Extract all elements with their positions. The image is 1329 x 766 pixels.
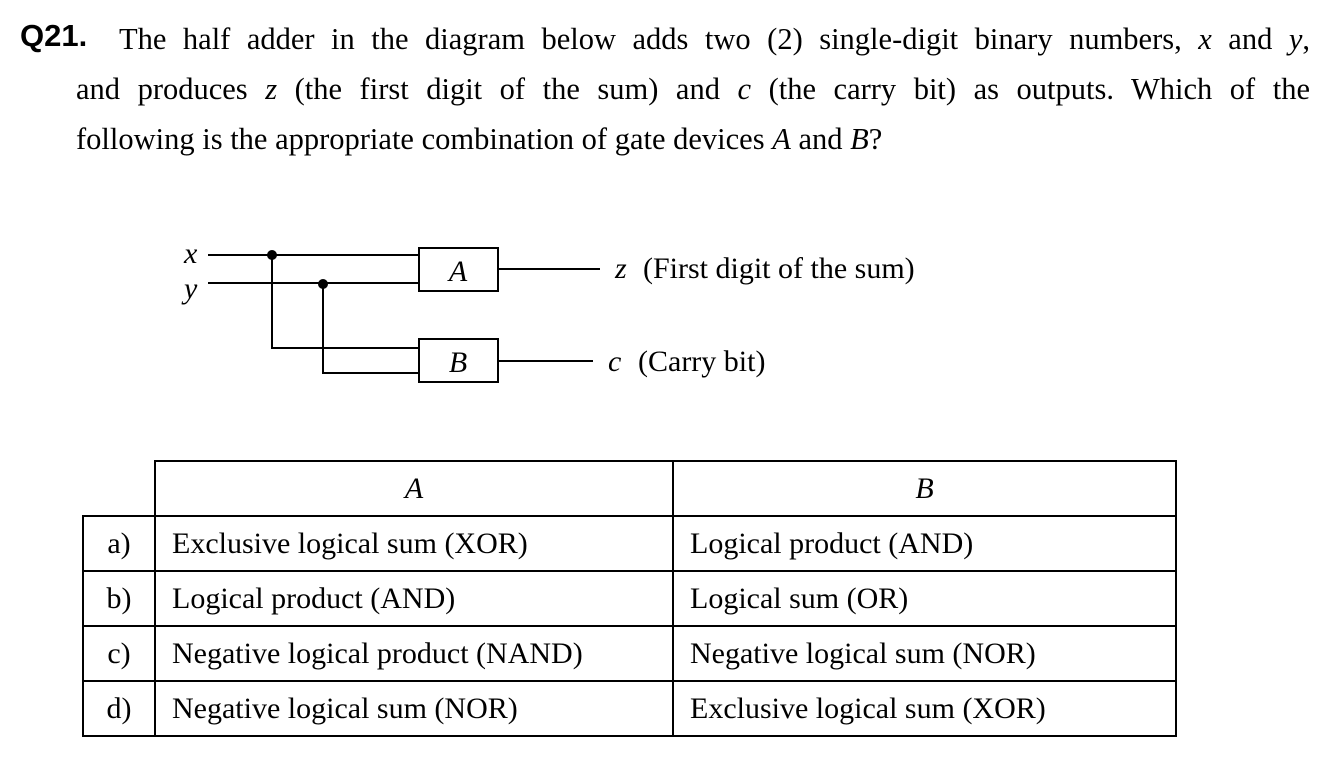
text-segment: following is the appropriate combination… [76,122,773,156]
question-number: Q21. [20,18,88,53]
gate-label-a: A [447,255,468,288]
gate-a-box [418,247,499,292]
var-c: c [737,72,752,106]
var-b: B [850,122,869,156]
var-y: y [1288,22,1303,56]
gate-label-b: B [449,346,467,379]
choice-gate-b: Negative logical sum (NOR) [672,625,1177,682]
var-a: A [772,122,791,156]
question-line-1: The half adder in the diagram below adds… [76,14,1310,64]
text-segment: (the first digit of the sum) and [277,72,738,106]
junction-dot-x [267,250,277,260]
answer-choices-table: A B a) Exclusive logical sum (XOR) Logic… [82,460,1177,737]
choice-gate-b: Exclusive logical sum (XOR) [672,680,1177,737]
table-row[interactable]: a) Exclusive logical sum (XOR) Logical p… [82,515,1177,572]
wire-x-to-b [271,255,419,349]
text-segment: and produces [76,72,266,106]
input-label-x: x [183,237,198,270]
text-segment: The half adder in the diagram below adds… [119,22,1199,56]
text-segment: and [790,122,851,156]
choice-gate-a: Logical product (AND) [154,570,674,627]
choice-gate-b: Logical product (AND) [672,515,1177,572]
choice-gate-b: Logical sum (OR) [672,570,1177,627]
text-segment: and [1211,22,1289,56]
gate-b-box [418,338,499,383]
output-label-z: (First digit of the sum) [643,252,915,285]
output-var-z: z [614,252,627,285]
question-text: The half adder in the diagram below adds… [76,14,1310,164]
var-x: x [1198,22,1212,56]
input-label-y: y [181,272,198,305]
choice-gate-a: Negative logical product (NAND) [154,625,674,682]
var-z: z [265,72,278,106]
header-gate-b: B [672,460,1177,517]
table-header-row: A B [83,460,1177,517]
question-line-3: following is the appropriate combination… [76,114,1310,164]
header-blank [83,461,155,517]
output-var-c: c [608,345,621,378]
choice-label[interactable]: b) [82,570,156,627]
output-label-c: (Carry bit) [638,345,765,378]
choice-label[interactable]: d) [82,680,156,737]
question-line-2: and produces z (the first digit of the s… [76,64,1310,114]
text-segment: ? [868,122,883,156]
table-row[interactable]: c) Negative logical product (NAND) Negat… [82,625,1177,682]
choice-label[interactable]: c) [82,625,156,682]
choice-gate-a: Exclusive logical sum (XOR) [154,515,674,572]
wire-y-to-b [322,283,419,374]
text-segment: , [1302,22,1310,56]
header-gate-a: A [154,460,674,517]
junction-dot-y [318,279,328,289]
choice-gate-a: Negative logical sum (NOR) [154,680,674,737]
table-row[interactable]: d) Negative logical sum (NOR) Exclusive … [82,680,1177,737]
choice-label[interactable]: a) [82,515,156,572]
text-segment: (the carry bit) as outputs. Which of the [751,72,1310,106]
table-row[interactable]: b) Logical product (AND) Logical sum (OR… [82,570,1177,627]
